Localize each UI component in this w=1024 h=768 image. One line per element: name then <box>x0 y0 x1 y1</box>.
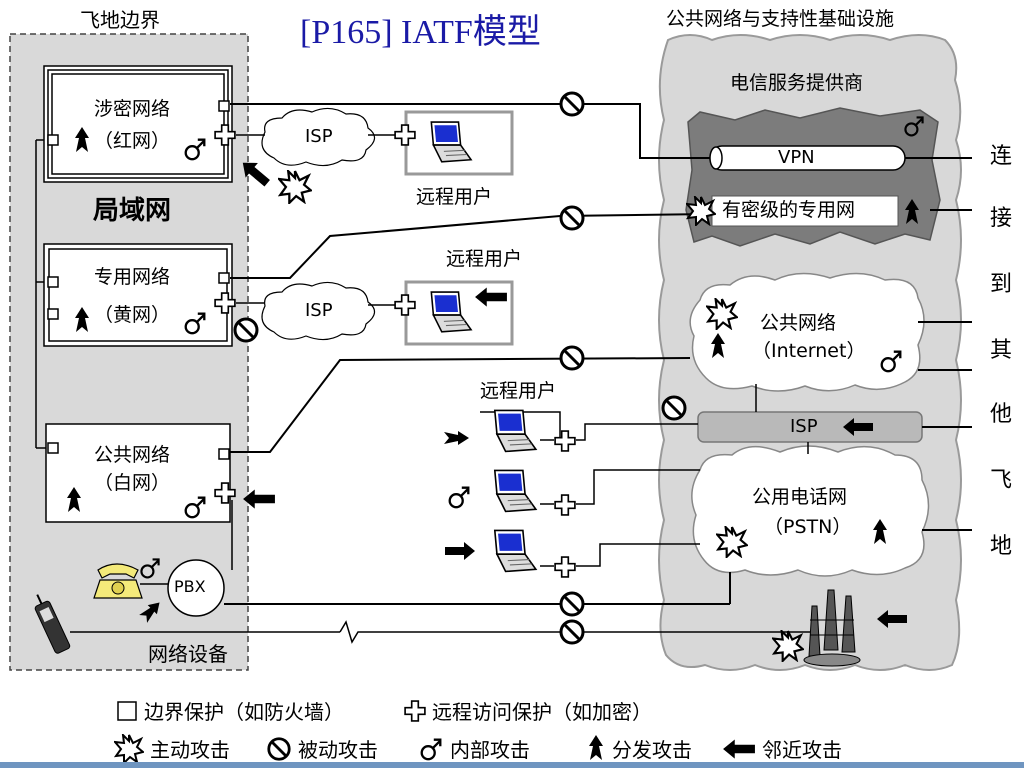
legend-distribution: 分发攻击 <box>612 738 692 762</box>
page-title: [P165] IATF模型 <box>300 14 541 51</box>
isp-cloud-upper <box>261 107 376 167</box>
yellow-to-classified-line <box>230 213 711 279</box>
white-network-subtitle: （白网） <box>94 472 171 494</box>
side-text-1: 接 <box>990 206 1013 231</box>
isp-label-lower: ISP <box>305 300 333 321</box>
red-network-subtitle: （红网） <box>94 130 171 152</box>
side-text-3: 其 <box>990 338 1013 363</box>
legend-active: 主动攻击 <box>150 738 230 762</box>
legend-passive: 被动攻击 <box>298 738 378 762</box>
telecom-label: 电信服务提供商 <box>730 72 864 94</box>
enclave-label: 飞地边界 <box>80 8 160 32</box>
side-text-5: 飞 <box>990 468 1013 493</box>
infra-isp-label: ISP <box>790 416 818 437</box>
internet-title: 公共网络 <box>760 312 837 334</box>
cell-tower-icon <box>803 589 861 667</box>
yellow-network-subtitle: （黄网） <box>94 304 171 326</box>
remote-user-label-2: 远程用户 <box>446 248 523 270</box>
isp-cloud-lower <box>261 281 376 341</box>
legend-insider: 内部攻击 <box>450 738 530 762</box>
vpn-label: VPN <box>778 147 815 168</box>
legend-close-in: 邻近攻击 <box>762 738 842 762</box>
red-network-title: 涉密网络 <box>94 98 171 120</box>
pstn-title: 公用电话网 <box>752 486 848 508</box>
isp-label-upper: ISP <box>305 126 333 147</box>
pstn-subtitle: （PSTN） <box>764 516 852 538</box>
internet-cloud <box>689 272 925 392</box>
white-network-title: 公共网络 <box>94 444 171 466</box>
legend-boundary: 边界保护（如防火墙） <box>144 700 344 724</box>
remote-user-label-3: 远程用户 <box>480 380 557 402</box>
pstn-cloud <box>691 445 930 577</box>
white-to-internet-line <box>230 357 691 453</box>
legend-remote-access: 远程访问保护（如加密） <box>432 700 652 724</box>
side-text-4: 他 <box>990 402 1013 427</box>
network-device-label: 网络设备 <box>148 642 228 666</box>
remote-user-label-1: 远程用户 <box>416 186 493 208</box>
classified-net-label: 有密级的专用网 <box>722 199 856 221</box>
pbx-circle <box>167 559 225 617</box>
side-text-0: 连 <box>990 144 1013 169</box>
pbx-label: PBX <box>174 577 206 596</box>
yellow-network-title: 专用网络 <box>94 266 171 288</box>
infrastructure-label: 公共网络与支持性基础设施 <box>666 8 895 30</box>
classified-net-box <box>711 195 899 227</box>
side-text-6: 地 <box>990 534 1013 559</box>
lan-label: 局域网 <box>93 196 172 226</box>
telephone-icon <box>93 563 143 599</box>
side-text-2: 到 <box>990 272 1013 297</box>
internet-subtitle: （Internet） <box>752 340 866 362</box>
red-to-vpn-line <box>230 103 710 159</box>
mobile-phone-icon <box>34 594 71 654</box>
